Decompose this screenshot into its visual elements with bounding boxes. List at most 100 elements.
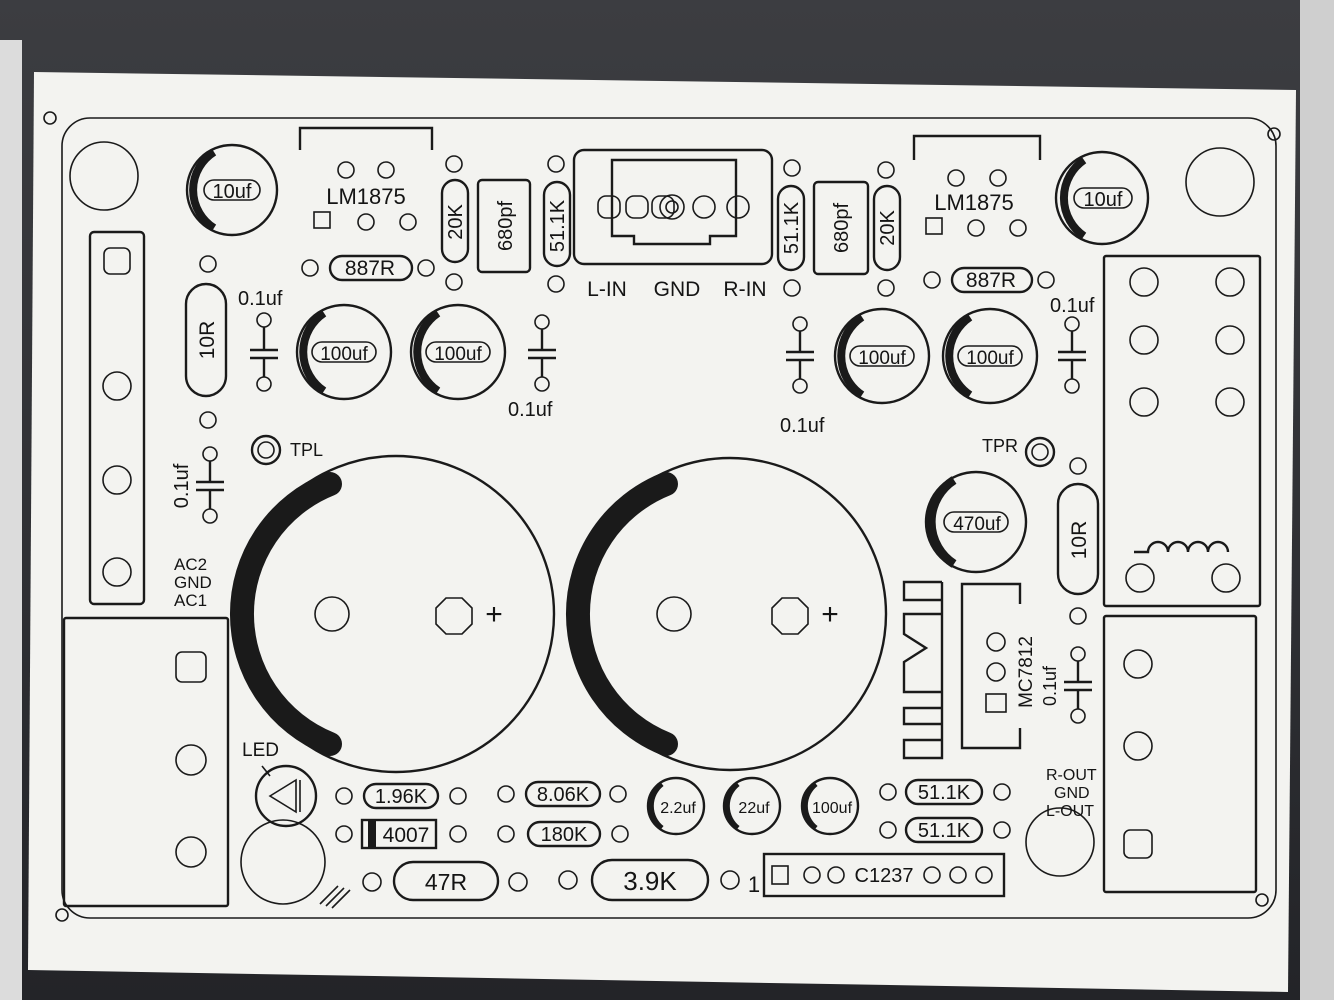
res-180k bbox=[526, 820, 602, 848]
pad-icon bbox=[659, 194, 685, 220]
pad-icon bbox=[1129, 267, 1159, 297]
diode-4007-label: 4007 bbox=[383, 824, 430, 847]
pcb-sheet bbox=[28, 72, 1296, 992]
cap-polarity-mark bbox=[413, 309, 441, 395]
pad-icon bbox=[508, 872, 528, 892]
cap-polarity-mark bbox=[945, 313, 973, 399]
cap-100uf-2-label: 100uf bbox=[434, 344, 482, 365]
res-3k9 bbox=[590, 858, 710, 902]
cap-label-box bbox=[311, 341, 377, 363]
filter-cap-right-plus: + bbox=[821, 598, 839, 631]
cap-680pf-right-label: 680pf bbox=[831, 203, 853, 253]
res-887r-left bbox=[328, 254, 414, 282]
pad-icon bbox=[1069, 457, 1087, 475]
pad-icon bbox=[923, 866, 941, 884]
pad-icon bbox=[783, 279, 801, 297]
regulator-heatsink bbox=[902, 580, 944, 760]
pad-icon bbox=[1069, 607, 1087, 625]
regulator-label: MC7812 bbox=[1016, 636, 1037, 708]
res-47r-label: 47R bbox=[425, 869, 467, 895]
cap-polarity-mark bbox=[229, 472, 342, 756]
pad-icon bbox=[1215, 267, 1245, 297]
corner-hole-icon bbox=[1255, 893, 1269, 907]
cap-01uf-symbol-icon bbox=[1064, 661, 1092, 709]
cap-01uf-a-label: 0.1uf bbox=[238, 288, 283, 310]
cap-label-box bbox=[943, 511, 1009, 533]
led-label: LED bbox=[242, 740, 279, 761]
res-51k1-b2-label: 51.1K bbox=[918, 820, 971, 842]
ic-lm1875-right-label: LM1875 bbox=[934, 190, 1014, 215]
res-51k1-b1 bbox=[904, 778, 984, 806]
pad-square-icon bbox=[597, 195, 621, 219]
res-887r-right bbox=[950, 266, 1034, 294]
board-outline bbox=[61, 117, 1277, 919]
input-label-gnd: GND bbox=[654, 278, 701, 301]
cap-680pf-left-label: 680pf bbox=[495, 201, 517, 251]
cap-01uf-symbol-icon bbox=[196, 461, 224, 509]
cap-01uf-symbol-icon bbox=[250, 327, 278, 377]
diode-band bbox=[368, 820, 376, 848]
pad-icon bbox=[377, 161, 395, 179]
res-20k-right bbox=[872, 184, 902, 272]
pad-icon bbox=[1211, 563, 1241, 593]
pad-icon bbox=[1123, 731, 1153, 761]
cap-01uf-b-label: 0.1uf bbox=[508, 399, 553, 421]
ic-lm1875-left-outline bbox=[298, 126, 434, 150]
pad-icon bbox=[337, 161, 355, 179]
test-point-left-label: TPL bbox=[290, 440, 323, 460]
cap-01uf-f-label: 0.1uf bbox=[1040, 665, 1060, 706]
cap-470uf bbox=[924, 470, 1028, 574]
ic-lm1875-right-outline bbox=[912, 134, 1042, 160]
mounting-hole-icon bbox=[240, 819, 326, 905]
diode-4007 bbox=[360, 818, 438, 850]
pad-icon bbox=[558, 870, 578, 890]
res-3k9-label: 3.9K bbox=[623, 866, 677, 896]
pad-icon bbox=[611, 825, 629, 843]
pad-icon bbox=[362, 872, 382, 892]
out-label-gnd: GND bbox=[1054, 785, 1090, 802]
inductor-icon bbox=[1134, 540, 1230, 554]
pad-icon bbox=[449, 825, 467, 843]
pad-icon bbox=[993, 783, 1011, 801]
pad-icon bbox=[1125, 563, 1155, 593]
pad-square-icon bbox=[175, 651, 207, 683]
res-10r-left-label: 10R bbox=[196, 321, 219, 360]
pad-icon bbox=[102, 371, 132, 401]
mounting-hole-icon bbox=[1185, 147, 1255, 217]
pad-icon bbox=[967, 219, 985, 237]
ic-c1237-label: C1237 bbox=[855, 865, 914, 887]
cap-polarity-mark bbox=[926, 476, 957, 568]
pad-icon bbox=[720, 870, 740, 890]
cap-01uf-e-label: 0.1uf bbox=[171, 463, 193, 508]
res-51k1-b2 bbox=[904, 816, 984, 844]
input-connector-housing bbox=[610, 158, 738, 246]
cap-polarity-mark bbox=[724, 782, 740, 830]
cap-polarity-mark bbox=[837, 313, 865, 399]
pad-icon bbox=[827, 866, 845, 884]
pad-square-icon bbox=[313, 211, 331, 229]
cap-10uf-left-label: 10uf bbox=[213, 181, 252, 203]
pad-icon bbox=[726, 195, 750, 219]
cap-10uf-right bbox=[1054, 150, 1150, 246]
cap-22uf-label: 22uf bbox=[738, 800, 770, 817]
pad-icon bbox=[497, 825, 515, 843]
pad-icon bbox=[692, 195, 716, 219]
pad-icon bbox=[417, 259, 435, 277]
pad-icon bbox=[949, 866, 967, 884]
hatch-icon bbox=[319, 885, 351, 909]
out-label-rout: R-OUT bbox=[1046, 767, 1097, 784]
output-inductor-block bbox=[1102, 254, 1262, 608]
pad-icon bbox=[314, 596, 350, 632]
cap-680pf-right bbox=[812, 180, 870, 276]
res-1k96 bbox=[362, 782, 440, 810]
cap-01uf-symbol-icon bbox=[786, 331, 814, 379]
res-8k06 bbox=[524, 780, 602, 808]
res-10r-left bbox=[184, 282, 228, 398]
pad-icon bbox=[975, 866, 993, 884]
res-887r-left-label: 887R bbox=[345, 257, 395, 280]
pad-icon bbox=[1009, 219, 1027, 237]
led-outline bbox=[254, 764, 318, 828]
pad-icon bbox=[1129, 325, 1159, 355]
